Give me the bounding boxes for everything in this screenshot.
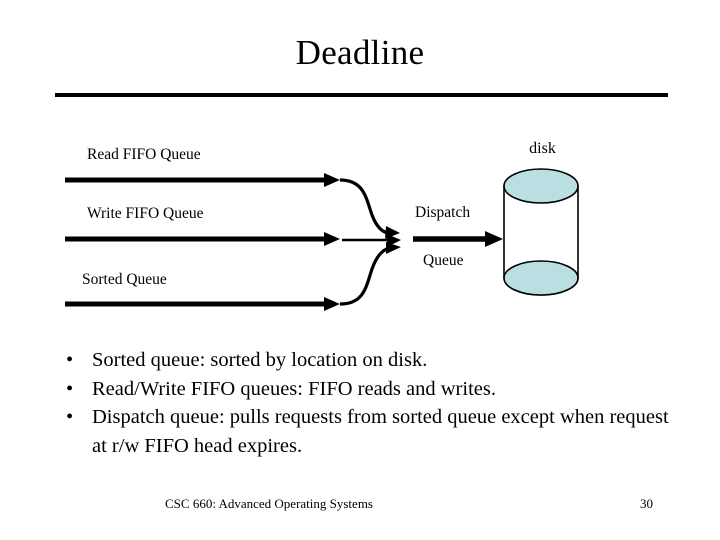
list-item: • Sorted queue: sorted by location on di… <box>58 346 678 375</box>
disk-cylinder-icon <box>503 168 579 296</box>
slide-number: 30 <box>640 496 653 511</box>
sorted-queue-arrow-icon <box>65 297 340 311</box>
list-item: • Read/Write FIFO queues: FIFO reads and… <box>58 375 678 404</box>
list-item: • Dispatch queue: pulls requests from so… <box>58 403 678 460</box>
dispatch-label-line2: Queue <box>423 252 464 269</box>
diagram-graphics <box>65 168 579 311</box>
bullet-list: • Sorted queue: sorted by location on di… <box>58 346 678 460</box>
write-queue-label: Write FIFO Queue <box>87 205 204 222</box>
disk-label: disk <box>529 140 556 157</box>
bullet-marker-icon: • <box>66 349 74 371</box>
bullet-marker-icon: • <box>66 406 74 428</box>
bullet-text: Sorted queue: sorted by location on disk… <box>92 349 428 371</box>
dispatch-queue-arrow-icon <box>413 231 503 247</box>
write-queue-arrow-icon <box>65 232 340 246</box>
bullet-text: Read/Write FIFO queues: FIFO reads and w… <box>92 377 496 400</box>
bullet-text: Dispatch queue: pulls requests from sort… <box>92 406 669 457</box>
page-title: Deadline <box>295 33 425 72</box>
sorted-queue-label: Sorted Queue <box>82 271 167 288</box>
read-to-merge-curve-icon <box>339 178 400 239</box>
sorted-to-merge-curve-icon <box>339 242 401 306</box>
dispatch-label-line1: Dispatch <box>415 204 471 221</box>
footer-course-label: CSC 660: Advanced Operating Systems <box>165 496 373 511</box>
read-queue-label: Read FIFO Queue <box>87 146 201 163</box>
deadline-scheduler-diagram: Read FIFO Queue Write FIFO Queue Sorted … <box>0 120 720 330</box>
bullet-marker-icon: • <box>66 377 74 400</box>
read-queue-arrow-icon <box>65 173 340 187</box>
title-divider <box>55 93 668 97</box>
